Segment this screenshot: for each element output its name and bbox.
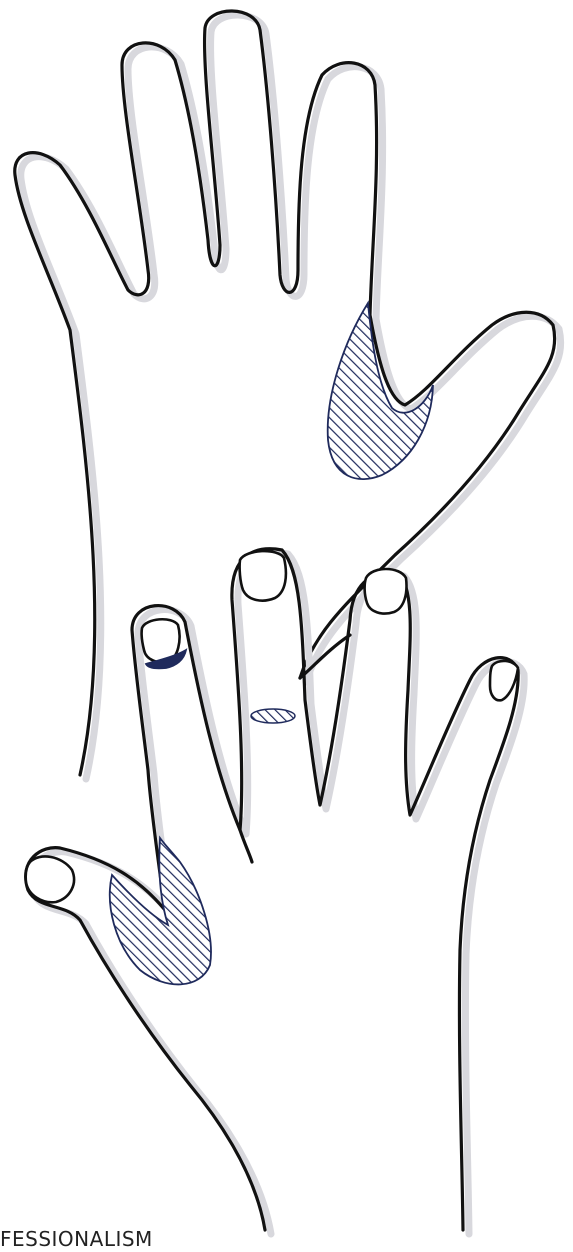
ring-fingernail (365, 569, 407, 614)
caption-text: FESSIONALISM (0, 1226, 153, 1252)
lower-thumb-web-highlight (110, 838, 211, 984)
thumbnail (26, 856, 74, 902)
middle-fingernail (240, 551, 286, 601)
pinky-fingernail (490, 661, 518, 700)
upper-hand (15, 11, 561, 779)
middle-finger-ring-spot (251, 709, 295, 723)
upper-hand-outline (15, 11, 555, 775)
